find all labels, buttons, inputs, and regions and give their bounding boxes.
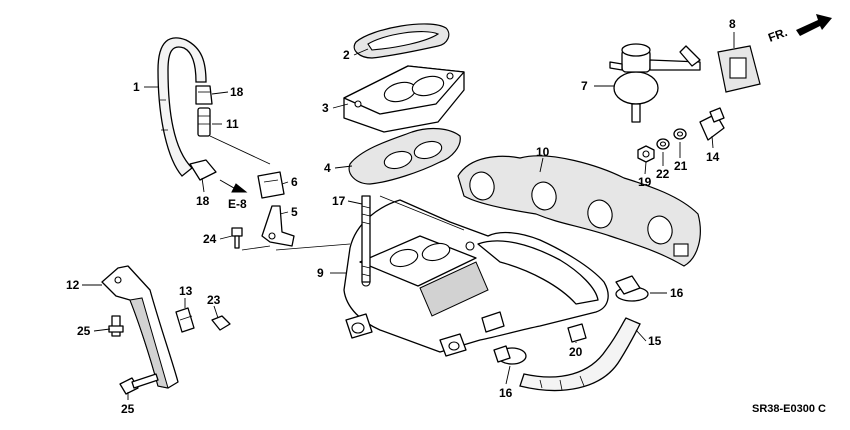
callout-15: 15 [648,334,662,348]
callout-19: 19 [638,175,652,189]
bolt-25-upper [108,315,124,337]
fuel-pump [609,43,701,123]
callout-3: 3 [322,101,329,115]
breather-hose [157,37,207,177]
diagram-code: SR38-E0300 C [752,403,826,415]
callout-18-upper: 18 [230,85,244,99]
callout-16-lower: 16 [499,386,513,400]
carburetor-gasket [348,127,461,185]
callout-23: 23 [207,293,221,307]
hose-clamp-16-lower [493,345,527,365]
leader-bracket [241,243,351,251]
callout-25-upper: 25 [77,324,91,338]
callout-7: 7 [581,79,588,93]
leader-pcv [209,135,271,165]
front-direction-indicator: FR. [766,14,832,45]
hose-clip-lower [189,159,217,181]
water-hose [519,317,641,392]
stud-17 [361,195,371,283]
intake-manifold [343,199,609,357]
carburetor-gasket-top [353,23,450,59]
callout-21: 21 [674,159,688,173]
callout-11: 11 [226,117,239,131]
fuel-pump-gasket [717,45,761,93]
hose-clip-upper [195,85,213,105]
bolt-23 [211,315,231,331]
hose-clamp-16-upper [615,275,649,302]
leader-lines [82,32,735,400]
callout-2: 2 [343,48,350,62]
callout-6: 6 [291,175,298,189]
reference-label: E-8 [228,197,247,211]
callout-13: 13 [179,284,193,298]
callout-17: 17 [332,194,346,208]
bracket-14 [699,107,725,141]
reference-arrow: E-8 [219,179,248,211]
direction-label: FR. [766,25,789,45]
callout-24: 24 [203,232,217,246]
clip-13 [175,307,195,333]
nut-19 [637,145,655,163]
bolt-25-lower [119,373,159,395]
callout-16-upper: 16 [670,286,684,300]
callout-25-lower: 25 [121,402,135,416]
callout-9: 9 [317,266,324,280]
callout-4: 4 [324,161,331,175]
callout-1: 1 [133,80,140,94]
callout-5: 5 [291,205,298,219]
callout-8: 8 [729,17,736,31]
bolt-24 [231,227,243,249]
hose-clamp-6 [257,171,285,199]
leader-stud [379,195,465,231]
manifold-bracket [101,265,179,389]
washer-21 [673,128,687,140]
callout-numbers: 1 2 3 4 5 6 7 8 9 10 11 12 13 14 15 16 1… [66,17,736,416]
callout-12: 12 [66,278,80,292]
plug-20 [567,323,587,343]
callout-22: 22 [656,167,670,181]
washer-22 [656,138,670,150]
intake-manifold-gasket [457,155,701,267]
callout-14: 14 [706,150,720,164]
callout-20: 20 [569,345,583,359]
carburetor-insulator [343,65,465,133]
pcv-valve [197,107,211,137]
callout-18-lower: 18 [196,194,210,208]
callout-10: 10 [536,145,550,159]
bracket-5 [261,205,295,247]
